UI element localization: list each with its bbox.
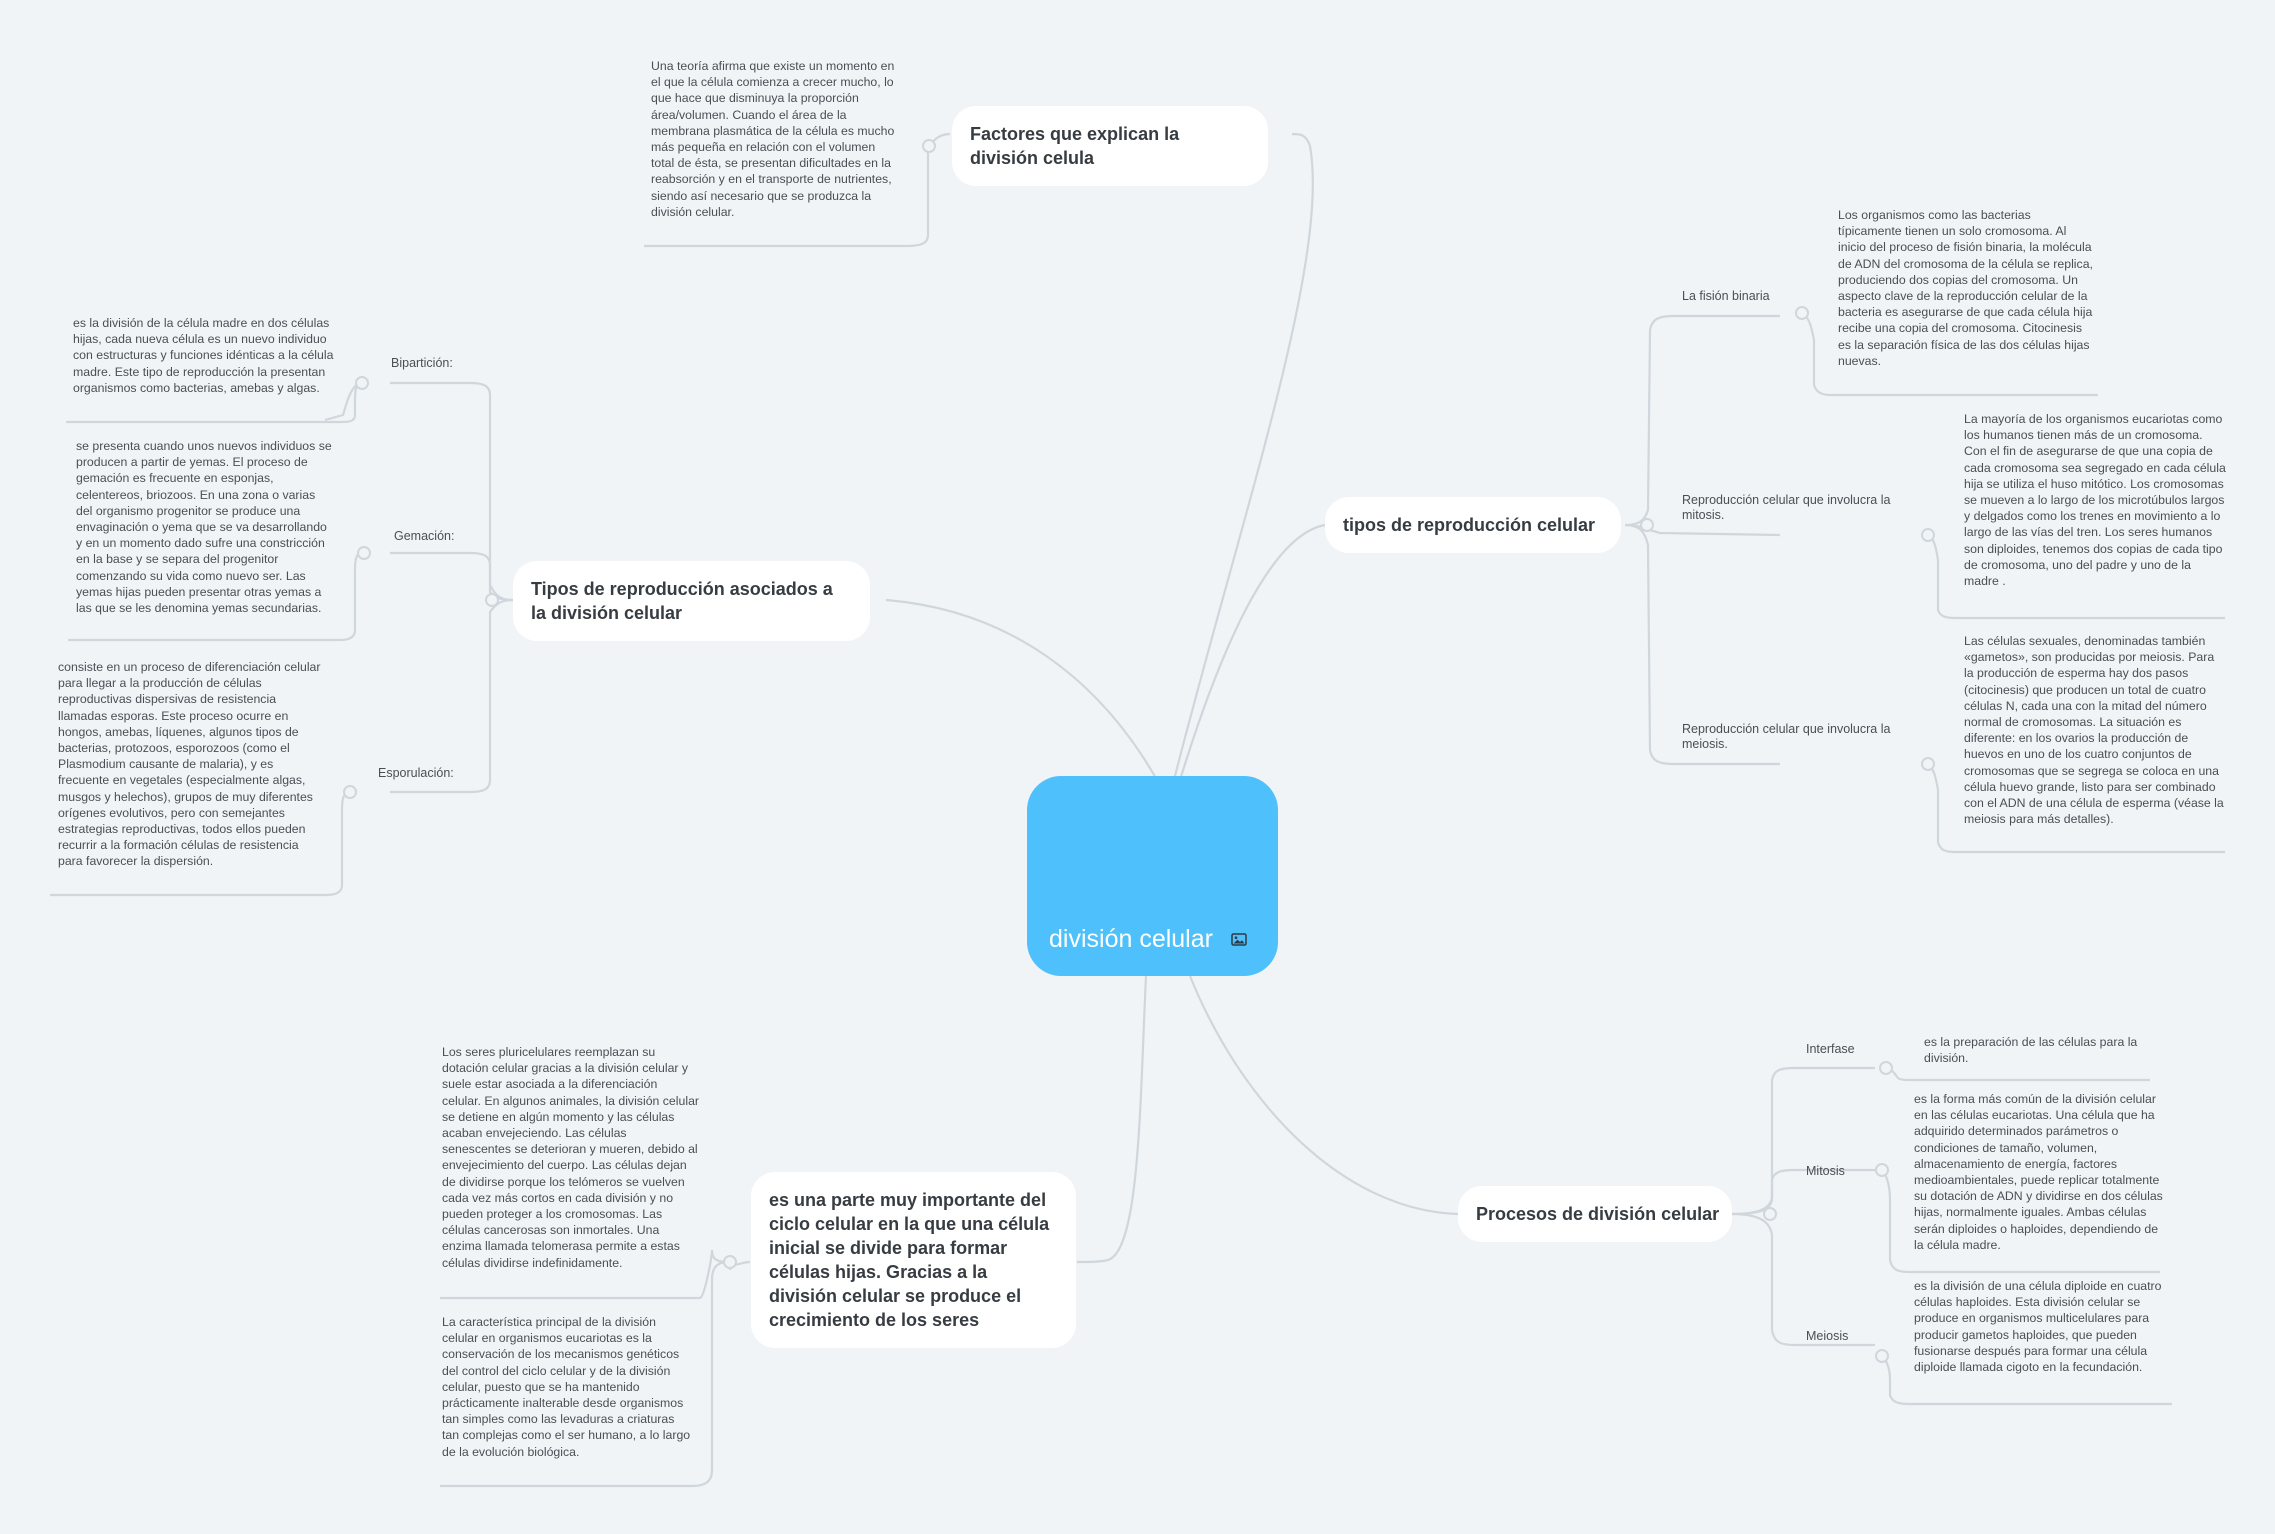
sub-biparticion[interactable]: Bipartición:	[391, 356, 453, 370]
leaf-definicion-text-2[interactable]: La característica principal de la divisi…	[442, 1315, 691, 1459]
image-icon[interactable]	[1231, 933, 1247, 946]
connector-root-definicion	[1076, 975, 1148, 1264]
leaf-mitosis-reproduccion-text[interactable]: La mayoría de los organismos eucariotas …	[1964, 412, 2226, 589]
sub-meiosis-reproduccion[interactable]: Reproducción celular que involucra la me…	[1682, 722, 1891, 751]
root-title: división celular	[1049, 925, 1213, 953]
leaf-interfase-text[interactable]: es la preparación de las células para la…	[1924, 1035, 2138, 1066]
sub-mitosis-proceso[interactable]: Mitosis	[1806, 1164, 1845, 1178]
sub-mitosis-reproduccion[interactable]: Reproducción celular que involucra la mi…	[1682, 493, 1891, 522]
branch-tipos-reproduccion[interactable]: tipos de reproducción celular	[1325, 497, 1621, 553]
leaf-meiosis-proceso-text[interactable]: es la división de una célula diploide en…	[1914, 1279, 2162, 1375]
branch-definicion-title: es una parte muy importante del ciclo ce…	[769, 1190, 1050, 1330]
sub-fision-binaria[interactable]: La fisión binaria	[1682, 289, 1770, 303]
connector-root-tipos-asociados	[885, 598, 1158, 781]
branch-tipos-reproduccion-title: tipos de reproducción celular	[1343, 515, 1596, 535]
connector-factores-leaf	[644, 132, 951, 248]
connector-root-tipos-reproduccion	[1178, 523, 1326, 781]
connector-root-procesos	[1188, 975, 1459, 1216]
leaf-mitosis-proceso-text[interactable]: es la forma más común de la división cel…	[1914, 1092, 2163, 1252]
leaf-meiosis-reproduccion-text[interactable]: Las células sexuales, denominadas tambié…	[1964, 634, 2224, 827]
branch-procesos[interactable]: Procesos de división celular	[1458, 1186, 1732, 1242]
branch-tipos-asociados[interactable]: Tipos de reproducción asociados a la div…	[513, 561, 870, 641]
root-node[interactable]: división celular	[1027, 776, 1278, 976]
sub-meiosis-proceso[interactable]: Meiosis	[1806, 1329, 1849, 1343]
branch-factores-title: Factores que explican la división celula	[970, 124, 1180, 168]
leaf-biparticion-text[interactable]: es la división de la célula madre en dos…	[73, 316, 334, 395]
branch-procesos-title: Procesos de división celular	[1476, 1204, 1720, 1224]
leaf-gemacion-text[interactable]: se presenta cuando unos nuevos individuo…	[76, 439, 332, 616]
branch-factores[interactable]: Factores que explican la división celula	[952, 106, 1268, 186]
branch-definicion[interactable]: es una parte muy importante del ciclo ce…	[751, 1172, 1076, 1348]
sub-gemacion[interactable]: Gemación:	[394, 529, 455, 543]
branch-tipos-asociados-title: Tipos de reproducción asociados a la div…	[531, 579, 833, 623]
leaf-esporulacion-text[interactable]: consiste en un proceso de diferenciación…	[58, 660, 321, 869]
connector-root-factores	[1172, 132, 1314, 781]
sub-esporulacion[interactable]: Esporulación:	[378, 766, 454, 780]
leaf-definicion-text-1[interactable]: Los seres pluricelulares reemplazan su d…	[442, 1045, 700, 1270]
root-label: división celular	[1049, 927, 1247, 952]
sub-interfase[interactable]: Interfase	[1806, 1042, 1855, 1056]
leaf-fision-binaria-text[interactable]: Los organismos como las bacterias típica…	[1838, 208, 2093, 368]
connector-knob	[922, 139, 936, 153]
leaf-factores-text[interactable]: Una teoría afirma que existe un momento …	[651, 59, 895, 219]
